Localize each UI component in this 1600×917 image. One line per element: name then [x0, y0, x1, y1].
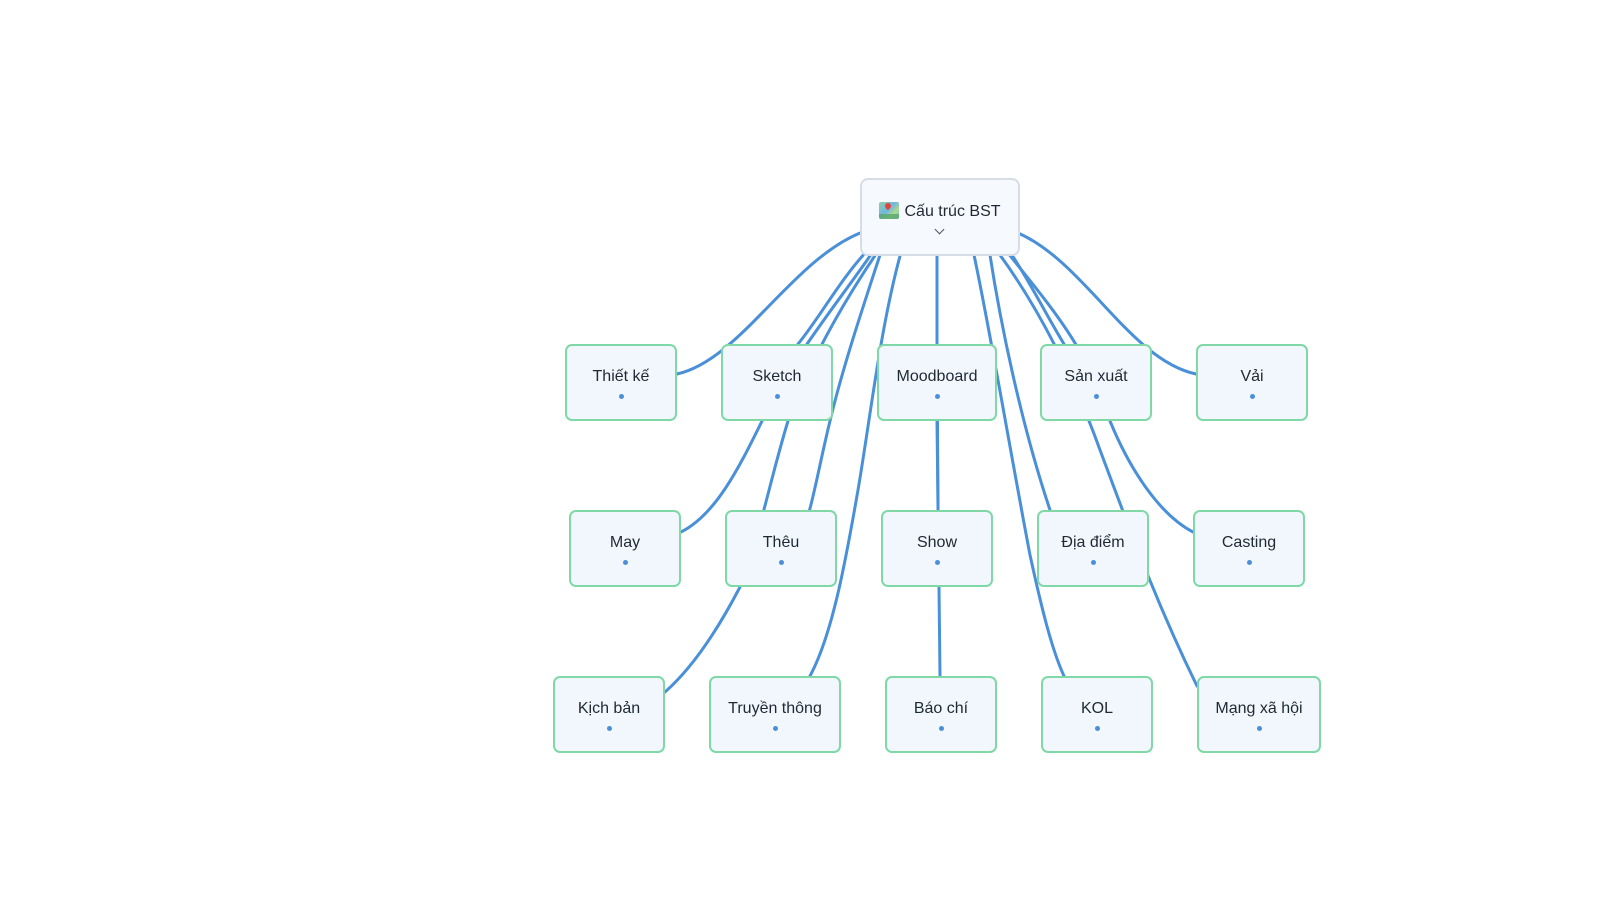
node-handle[interactable]	[606, 726, 612, 731]
edge-root-to-kich-ban	[663, 252, 878, 694]
node-label: Truyền thông	[728, 700, 822, 717]
node-mang-xa-hoi[interactable]: Mạng xã hội	[1197, 676, 1321, 753]
node-label: Kịch bản	[577, 700, 641, 717]
node-label: Địa điểm	[1061, 534, 1125, 551]
node-casting[interactable]: Casting	[1193, 510, 1305, 587]
edge-root-to-kol	[972, 253, 1066, 678]
node-handle[interactable]	[778, 560, 784, 565]
node-handle[interactable]	[934, 560, 940, 565]
node-handle[interactable]	[772, 726, 778, 731]
node-show[interactable]: Show	[881, 510, 993, 587]
root-node-row: Cấu trúc BST	[862, 202, 1018, 221]
node-label: KOL	[1080, 700, 1113, 717]
chevron-down-icon[interactable]	[934, 224, 945, 235]
node-thiet-ke[interactable]: Thiết kế	[565, 344, 677, 421]
node-handle[interactable]	[622, 560, 628, 565]
node-truyen-thong[interactable]: Truyền thông	[709, 676, 841, 753]
edge-root-to-vai	[1016, 231, 1198, 376]
edge-root-to-bao-chi	[935, 254, 942, 678]
node-label: Vải	[1240, 368, 1264, 385]
node-label: Moodboard	[896, 368, 978, 385]
node-kich-ban[interactable]: Kịch bản	[553, 676, 665, 753]
edge-root-to-sketch	[796, 250, 868, 346]
edge-root-to-thiet-ke	[675, 231, 862, 376]
node-label: Sketch	[752, 368, 802, 385]
node-handle[interactable]	[1249, 394, 1255, 399]
node-label: Casting	[1221, 534, 1277, 551]
node-san-xuat[interactable]: Sản xuất	[1040, 344, 1152, 421]
node-label: Sản xuất	[1064, 368, 1128, 385]
node-handle[interactable]	[1090, 560, 1096, 565]
node-kol[interactable]: KOL	[1041, 676, 1153, 753]
node-handle[interactable]	[934, 394, 940, 399]
root-node[interactable]: Cấu trúc BST	[860, 178, 1020, 256]
node-label: May	[609, 534, 641, 551]
edge-root-to-theu	[798, 253, 882, 542]
world-map-icon	[879, 202, 900, 219]
edge-root-to-mang-xa-hoi	[998, 253, 1199, 688]
node-vai[interactable]: Vải	[1196, 344, 1308, 421]
edge-root-to-dia-diem	[988, 253, 1052, 512]
node-dia-diem[interactable]: Địa điểm	[1037, 510, 1149, 587]
node-label: Báo chí	[913, 700, 969, 717]
node-label: Show	[916, 534, 958, 551]
edge-root-to-truyen-thong	[808, 254, 902, 678]
node-bao-chi[interactable]: Báo chí	[885, 676, 997, 753]
node-handle[interactable]	[774, 394, 780, 399]
node-theu[interactable]: Thêu	[725, 510, 837, 587]
node-handle[interactable]	[938, 726, 944, 731]
node-label: Thiết kế	[592, 368, 650, 385]
node-may[interactable]: May	[569, 510, 681, 587]
node-handle[interactable]	[1246, 560, 1252, 565]
node-moodboard[interactable]: Moodboard	[877, 344, 997, 421]
node-label: Thêu	[762, 534, 800, 551]
node-handle[interactable]	[1093, 394, 1099, 399]
node-handle[interactable]	[1094, 726, 1100, 731]
node-handle[interactable]	[1256, 726, 1262, 731]
root-node-label: Cấu trúc BST	[904, 203, 1001, 220]
node-sketch[interactable]: Sketch	[721, 344, 833, 421]
node-label: Mạng xã hội	[1215, 700, 1303, 717]
node-handle[interactable]	[618, 394, 624, 399]
